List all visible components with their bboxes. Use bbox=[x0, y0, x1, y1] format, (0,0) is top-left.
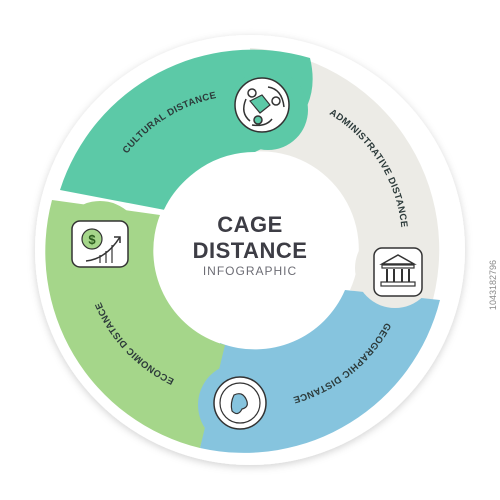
image-id: 1043182796 bbox=[488, 260, 498, 311]
svg-text:$: $ bbox=[88, 232, 96, 247]
people-cycle-icon bbox=[234, 77, 290, 133]
title-line2: DISTANCE bbox=[192, 238, 308, 263]
title-line1: CAGE bbox=[217, 212, 283, 237]
title-subtitle: INFOGRAPHIC bbox=[202, 264, 298, 278]
globe-map-icon bbox=[213, 376, 267, 430]
dollar-growth-icon: $ bbox=[71, 220, 129, 268]
center-circle bbox=[155, 155, 345, 345]
government-building-icon bbox=[373, 247, 423, 297]
